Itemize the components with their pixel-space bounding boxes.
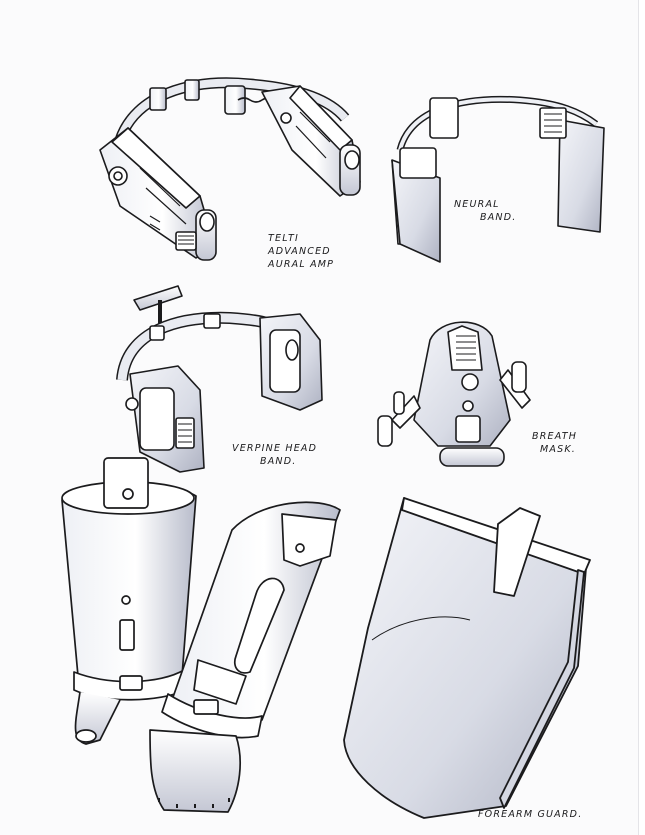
neural-band-label-line-1: NEURAL [454,199,500,210]
paper-edge [638,0,645,835]
breath-mask-label: BREATH MASK. [532,430,577,456]
aural-amp-label-line-2: ADVANCED [268,246,331,257]
aural-amp-label: TELTI ADVANCED AURAL AMP [268,232,334,271]
verpine-head-band-label-line-1: VERPINE HEAD [232,443,318,454]
forearm-guard-label: FOREARM GUARD. [478,808,582,821]
aural-amp-sketch [99,77,361,261]
neural-band-label: NEURAL BAND. [454,198,516,224]
forearm-guard-label-line-1: FOREARM GUARD. [478,809,583,820]
gauntlet-right-sketch [149,501,341,813]
aural-amp-label-line-3: AURAL AMP [268,259,335,270]
breath-mask-label-line-2: MASK. [540,444,576,455]
breath-mask-sketch [377,321,531,467]
gauntlet-left-sketch [61,457,197,745]
verpine-head-band-sketch [116,285,323,473]
neural-band-label-line-2: BAND. [480,212,517,223]
verpine-head-band-label-line-2: BAND. [260,456,297,467]
verpine-head-band-label: VERPINE HEAD BAND. [232,442,317,468]
forearm-guard-sketch [343,497,591,819]
breath-mask-label-line-1: BREATH [532,431,578,442]
neural-band-sketch [391,95,605,263]
aural-amp-label-line-1: TELTI [268,233,300,244]
